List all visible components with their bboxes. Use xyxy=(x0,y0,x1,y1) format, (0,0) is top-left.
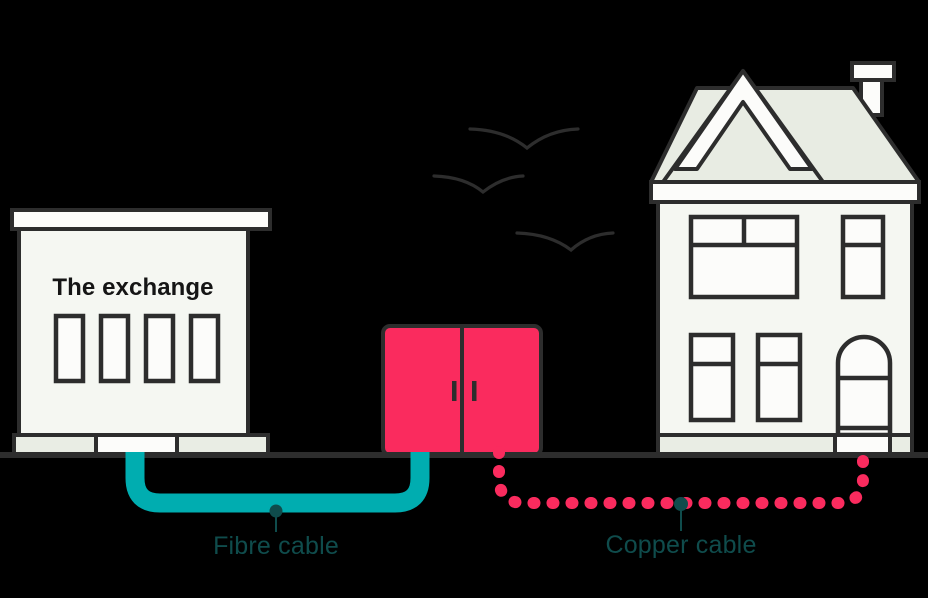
roof-eaves-band xyxy=(649,180,921,204)
fibre-cable-label-group[interactable]: Fibre cable xyxy=(213,504,339,561)
window-frame xyxy=(688,332,736,423)
street-cabinet[interactable] xyxy=(381,324,543,457)
exchange-windows xyxy=(53,313,221,384)
bird-icon xyxy=(468,127,580,151)
exchange-title: The exchange xyxy=(52,274,213,301)
residential-house[interactable] xyxy=(649,61,921,457)
fibre-label-pin-icon xyxy=(269,504,283,518)
door-panel xyxy=(835,334,893,438)
gable-bargeboard xyxy=(673,69,814,171)
sky-birds xyxy=(432,127,615,253)
bird-icon xyxy=(515,231,615,253)
house-upper-window xyxy=(840,214,886,300)
exchange-roof-cap xyxy=(10,208,272,231)
window-frame xyxy=(755,332,803,423)
copper-cable-label: Copper cable xyxy=(605,531,756,559)
fibre-cable-label: Fibre cable xyxy=(213,532,339,560)
exchange-window xyxy=(143,313,176,384)
cabinet-handle-icon xyxy=(472,381,477,401)
exchange-building[interactable]: The exchange xyxy=(10,208,272,457)
copper-label-pin-icon xyxy=(674,497,688,511)
cabinet-handle-icon xyxy=(452,381,457,401)
house-front-door[interactable] xyxy=(835,334,893,438)
fibre-cable-path xyxy=(125,452,430,513)
house-lower-window xyxy=(755,332,803,423)
bird-icon xyxy=(432,174,525,195)
copper-cable-label-group[interactable]: Copper cable xyxy=(605,497,756,559)
exchange-window xyxy=(188,313,221,384)
exchange-window xyxy=(53,313,86,384)
house-lower-window xyxy=(688,332,736,423)
house-upper-window xyxy=(688,214,800,300)
fibre-cable[interactable] xyxy=(125,452,430,513)
chimney-cap xyxy=(850,61,896,82)
exchange-window xyxy=(98,313,131,384)
ground-line xyxy=(0,452,928,458)
window-frame xyxy=(840,214,886,300)
